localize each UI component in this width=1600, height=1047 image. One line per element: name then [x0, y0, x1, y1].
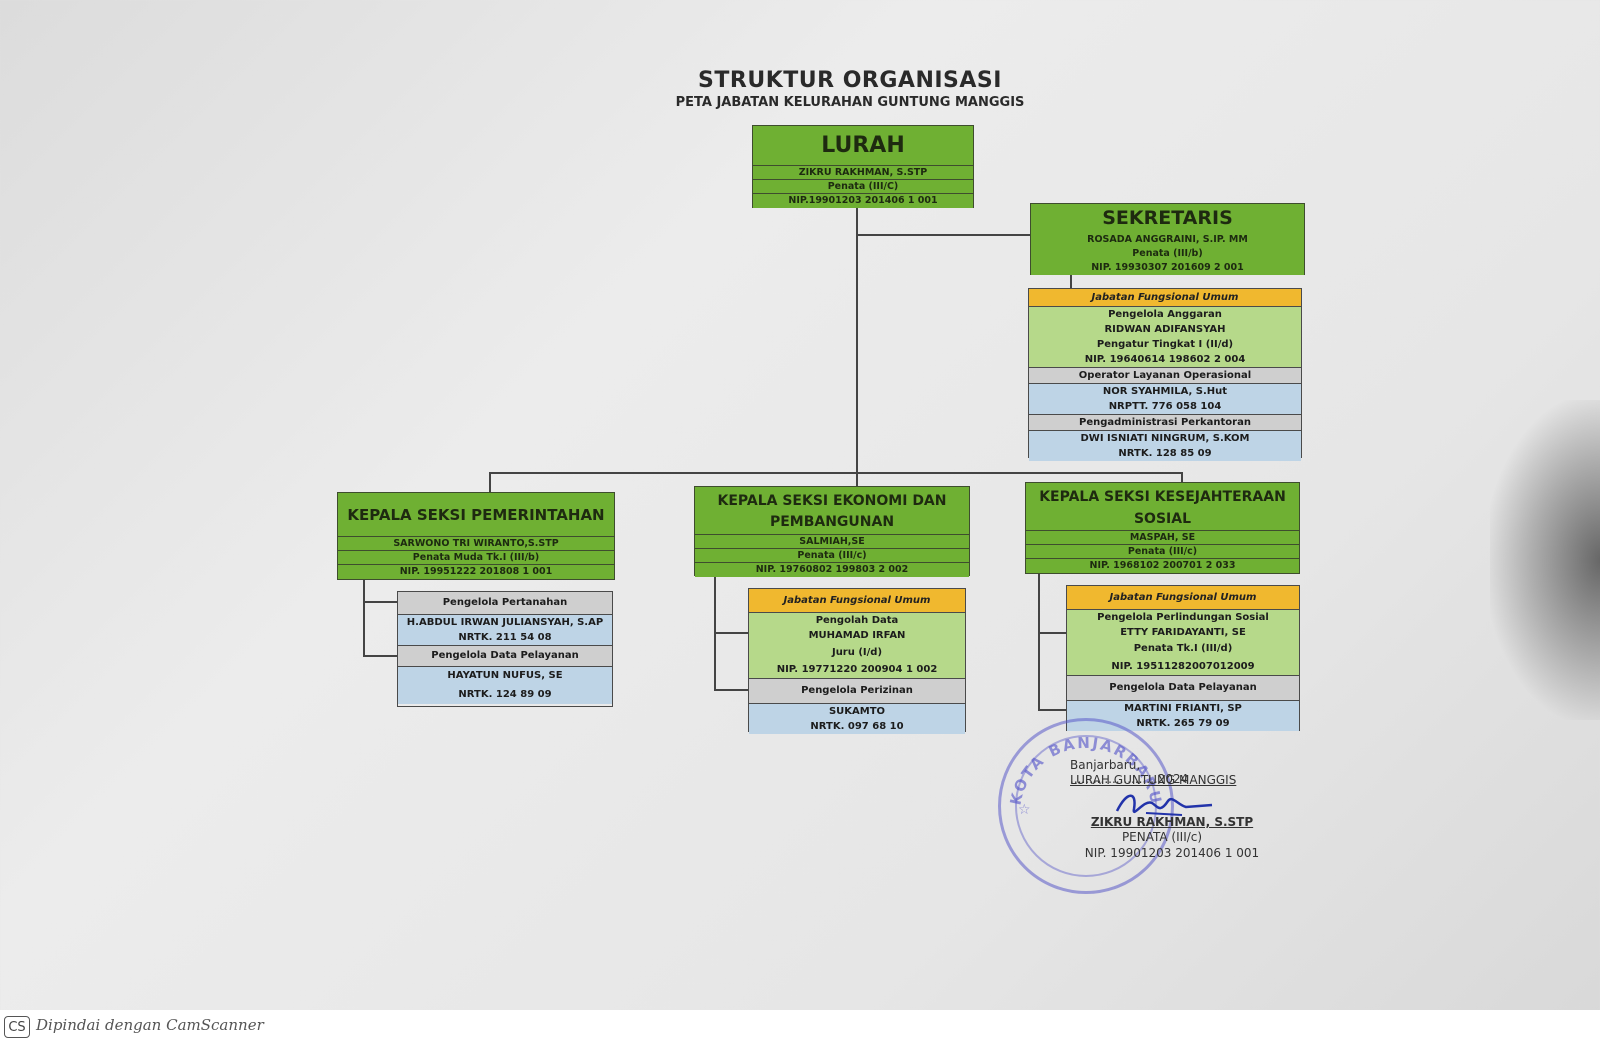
seksi-ekonomi-title: KEPALA SEKSI EKONOMI DAN PEMBANGUNAN	[695, 487, 969, 535]
connector-kesos-staff-2	[1038, 709, 1066, 711]
lurah-title: LURAH	[753, 126, 973, 166]
seksi-pemerintahan-title: KEPALA SEKSI PEMERINTAHAN	[338, 493, 614, 537]
sekretaris-name: ROSADA ANGGRAINI, S.IP. MM	[1031, 233, 1304, 247]
seksi-ekonomi-staff-box: Jabatan Fungsional Umum Pengolah Data MU…	[748, 588, 966, 734]
sekretaris-title: SEKRETARIS	[1031, 204, 1304, 233]
signature-nip: NIP. 19901203 201406 1 001	[1084, 846, 1260, 860]
official-stamp: KOTA BANJARBARU ☆	[998, 718, 1174, 894]
seksi-ekonomi-nip: NIP. 19760802 199803 2 002	[695, 563, 969, 577]
lurah-nip: NIP.19901203 201406 1 001	[753, 194, 973, 208]
camscanner-text: Dipindai dengan CamScanner	[36, 1016, 264, 1034]
ekonomi-staff-rank1: Juru (I/d)	[749, 643, 965, 662]
seksi-ekonomi-title-line1: KEPALA SEKSI EKONOMI DAN	[717, 493, 947, 509]
sekretaris-staff-role3: Pengadministrasi Perkantoran	[1029, 414, 1301, 431]
ekonomi-staff-name1: MUHAMAD IRFAN	[749, 628, 965, 643]
sekretaris-staff-rank1: Pengatur Tingkat I (II/d)	[1029, 337, 1301, 352]
pemerintahan-staff-name1: H.ABDUL IRWAN JULIANSYAH, S.AP	[398, 615, 612, 630]
pemerintahan-staff-name2: HAYATUN NUFUS, SE	[398, 667, 612, 685]
connector-sekretaris-staff	[1070, 274, 1072, 288]
signature-position: LURAH GUNTUNG MANGGIS	[1070, 773, 1237, 787]
seksi-pemerintahan-name: SARWONO TRI WIRANTO,S.STP	[338, 537, 614, 551]
ekonomi-staff-nip2: NRTK. 097 68 10	[749, 719, 965, 734]
connector-to-sekretaris	[856, 234, 1030, 236]
sekretaris-box: SEKRETARIS ROSADA ANGGRAINI, S.IP. MM Pe…	[1030, 203, 1305, 275]
seksi-ekonomi-box: KEPALA SEKSI EKONOMI DAN PEMBANGUNAN SAL…	[694, 486, 970, 577]
connector-drop-ekonomi	[856, 472, 858, 486]
kesos-staff-rank1: Penata Tk.I (III/d)	[1067, 640, 1299, 658]
connector-eko-staff-1	[714, 632, 750, 634]
seksi-kesos-nip: NIP. 1968102 200701 2 033	[1026, 559, 1299, 573]
ekonomi-staff-header: Jabatan Fungsional Umum	[749, 589, 965, 613]
lurah-name: ZIKRU RAKHMAN, S.STP	[753, 166, 973, 180]
pemerintahan-staff-role2: Pengelola Data Pelayanan	[398, 645, 612, 667]
seksi-ekonomi-name: SALMIAH,SE	[695, 535, 969, 549]
chart-title: STRUKTUR ORGANISASI	[698, 68, 1002, 93]
signature-rank: PENATA (III/c)	[1121, 830, 1203, 844]
seksi-pemerintahan-nip: NIP. 19951222 201808 1 001	[338, 565, 614, 579]
handwritten-signature-icon	[1115, 794, 1213, 816]
connector-kesos-staff-1	[1038, 632, 1066, 634]
kesos-staff-nip1: NIP. 19511282007012009	[1067, 658, 1299, 675]
chart-subtitle: PETA JABATAN KELURAHAN GUNTUNG MANGGIS	[675, 95, 1025, 110]
seksi-kesos-name: MASPAH, SE	[1026, 531, 1299, 545]
ekonomi-staff-role2: Pengelola Perizinan	[749, 678, 965, 704]
seksi-kesos-rank: Penata (III/c)	[1026, 545, 1299, 559]
connector-eko-staff-2	[714, 689, 750, 691]
connector-main-vertical	[856, 207, 858, 474]
connector-pem-staff-2	[363, 655, 397, 657]
sekretaris-staff-box: Jabatan Fungsional Umum Pengelola Anggar…	[1028, 288, 1302, 461]
connector-horizontal	[489, 472, 1182, 474]
lurah-box: LURAH ZIKRU RAKHMAN, S.STP Penata (III/C…	[752, 125, 974, 208]
sekretaris-staff-name1: RIDWAN ADIFANSYAH	[1029, 322, 1301, 337]
ekonomi-staff-name2: SUKAMTO	[749, 704, 965, 719]
ekonomi-staff-role1: Pengolah Data	[749, 613, 965, 628]
seksi-pemerintahan-staff-box: Pengelola Pertanahan H.ABDUL IRWAN JULIA…	[397, 591, 613, 707]
connector-kesos-staff-vertical	[1038, 574, 1040, 710]
pemerintahan-staff-role1: Pengelola Pertanahan	[398, 592, 612, 615]
connector-drop-pemerintahan	[489, 472, 491, 492]
sekretaris-nip: NIP. 19930307 201609 2 001	[1031, 261, 1304, 275]
pemerintahan-staff-nip2: NRTK. 124 89 09	[398, 685, 612, 704]
sekretaris-staff-name3: DWI ISNIATI NINGRUM, S.KOM	[1029, 431, 1301, 446]
sekretaris-staff-role1: Pengelola Anggaran	[1029, 307, 1301, 322]
seksi-ekonomi-title-line2: PEMBANGUNAN	[769, 514, 895, 530]
signature-name: ZIKRU RAKHMAN, S.STP	[1090, 815, 1254, 829]
kesos-staff-role1: Pengelola Perlindungan Sosial	[1067, 610, 1299, 625]
sekretaris-staff-header: Jabatan Fungsional Umum	[1029, 289, 1301, 307]
scanner-footer-bar	[0, 1010, 1600, 1047]
seksi-kesos-staff-box: Jabatan Fungsional Umum Pengelola Perlin…	[1066, 585, 1300, 731]
sekretaris-staff-name2: NOR SYAHMILA, S.Hut	[1029, 384, 1301, 399]
sekretaris-staff-nip1: NIP. 19640614 198602 2 004	[1029, 352, 1301, 367]
seksi-kesos-title-line1: KEPALA SEKSI KESEJAHTERAAN	[1039, 489, 1286, 505]
seksi-kesos-title-line2: SOSIAL	[1133, 511, 1192, 527]
signature-place-date: Banjarbaru, .......................2024	[1070, 758, 1189, 786]
seksi-kesos-title: KEPALA SEKSI KESEJAHTERAAN SOSIAL	[1026, 483, 1299, 531]
kesos-staff-role2: Pengelola Data Pelayanan	[1067, 675, 1299, 701]
connector-pem-staff-1	[363, 601, 397, 603]
seksi-pemerintahan-rank: Penata Muda Tk.I (III/b)	[338, 551, 614, 565]
sekretaris-staff-role2: Operator Layanan Operasional	[1029, 367, 1301, 384]
kesos-staff-name2: MARTINI FRIANTI, SP	[1067, 701, 1299, 716]
stamp-svg: KOTA BANJARBARU ☆	[1007, 734, 1164, 818]
seksi-pemerintahan-box: KEPALA SEKSI PEMERINTAHAN SARWONO TRI WI…	[337, 492, 615, 580]
seksi-kesos-box: KEPALA SEKSI KESEJAHTERAAN SOSIAL MASPAH…	[1025, 482, 1300, 574]
stamp-star-icon: ☆	[1018, 802, 1031, 818]
kesos-staff-header: Jabatan Fungsional Umum	[1067, 586, 1299, 610]
connector-drop-kesos	[1181, 472, 1183, 482]
kesos-staff-name1: ETTY FARIDAYANTI, SE	[1067, 625, 1299, 640]
seksi-ekonomi-rank: Penata (III/c)	[695, 549, 969, 563]
sekretaris-staff-nip3: NRTK. 128 85 09	[1029, 446, 1301, 461]
ekonomi-staff-nip1: NIP. 19771220 200904 1 002	[749, 662, 965, 678]
sekretaris-staff-nip2: NRPTT. 776 058 104	[1029, 399, 1301, 414]
pemerintahan-staff-nip1: NRTK. 211 54 08	[398, 630, 612, 645]
camscanner-logo-icon: CS	[4, 1016, 30, 1038]
sekretaris-rank: Penata (III/b)	[1031, 247, 1304, 261]
shadow-blob	[1490, 400, 1600, 720]
lurah-rank: Penata (III/C)	[753, 180, 973, 194]
connector-pem-staff-vertical	[363, 580, 365, 656]
